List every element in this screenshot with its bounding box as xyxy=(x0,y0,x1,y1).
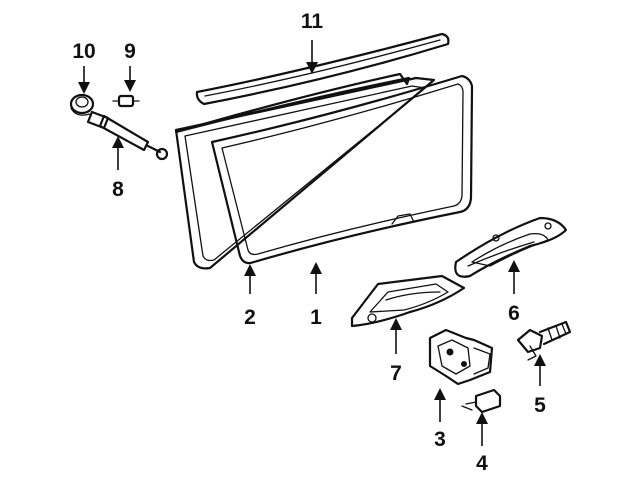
part-8-gas-strut xyxy=(86,110,169,161)
callout-8: 8 xyxy=(112,178,124,201)
part-10-cap xyxy=(69,93,95,116)
callout-labels: 11 10 9 8 2 1 7 6 5 3 4 xyxy=(72,10,546,475)
callout-9: 9 xyxy=(124,40,136,63)
callout-6: 6 xyxy=(508,302,520,325)
part-2-weatherstrip xyxy=(174,72,436,270)
callout-2: 2 xyxy=(244,306,256,329)
callout-5: 5 xyxy=(534,394,546,417)
part-1-back-glass xyxy=(210,74,474,265)
part-3-latch xyxy=(428,328,494,386)
callout-3: 3 xyxy=(434,428,446,451)
callout-10: 10 xyxy=(72,40,95,63)
part-9-clip xyxy=(112,94,140,108)
part-5-bolt xyxy=(516,320,572,361)
part-6-lamp-housing xyxy=(454,216,568,278)
callout-1: 1 xyxy=(310,306,322,329)
part-4-switch xyxy=(461,388,502,414)
callout-4: 4 xyxy=(476,452,488,475)
callout-11: 11 xyxy=(301,10,324,33)
part-11-molding xyxy=(195,32,450,106)
callout-7: 7 xyxy=(390,362,402,385)
part-7-handle-housing xyxy=(350,274,466,328)
leader-lines xyxy=(78,40,546,446)
